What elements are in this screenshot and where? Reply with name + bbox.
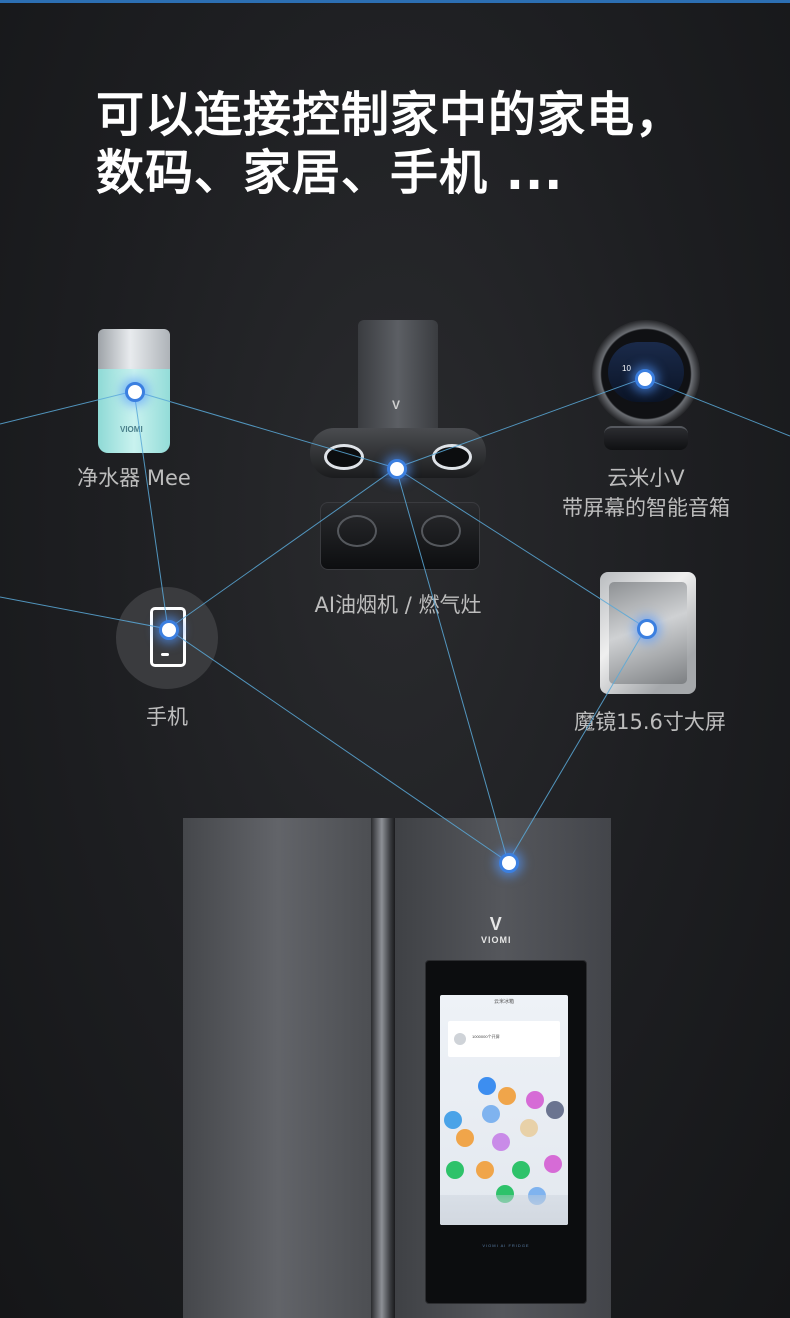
- hood-stove-label: AI油烟机 / 燃气灶: [314, 593, 482, 617]
- burner-right: [421, 515, 461, 547]
- speaker-label-line-1: 云米小V: [607, 466, 685, 490]
- link-line: [507, 627, 647, 863]
- speaker-screen-value: 10: [622, 364, 631, 373]
- app-bubble-icon[interactable]: [456, 1129, 474, 1147]
- link-line: [395, 467, 647, 629]
- app-bubble-icon[interactable]: [520, 1119, 538, 1137]
- fridge-screen-card[interactable]: 1000000个开屏: [448, 1021, 560, 1057]
- app-bubble-icon[interactable]: [444, 1111, 462, 1129]
- link-line: [167, 628, 509, 863]
- phone-icon: [150, 607, 186, 667]
- link-line: [395, 467, 509, 863]
- speaker-label-line-2: 带屏幕的智能音箱: [562, 496, 730, 520]
- link-line: [395, 377, 645, 469]
- appliance-illustration: [440, 1195, 568, 1225]
- app-bubble-icon[interactable]: [478, 1077, 496, 1095]
- app-bubble-icon[interactable]: [546, 1101, 564, 1119]
- fridge-logo-mark: V: [489, 914, 503, 934]
- hood-light-right: [432, 444, 472, 470]
- speaker-label: 云米小V 带屏幕的智能音箱: [548, 464, 744, 522]
- headline-line-2: 数码、家居、手机 ...: [96, 145, 564, 201]
- fridge-panel-footer: VIOMI AI FRIDGE: [482, 1243, 530, 1248]
- app-bubble-icon[interactable]: [526, 1091, 544, 1109]
- burner-left: [337, 515, 377, 547]
- hood-chimney: [358, 320, 438, 440]
- speaker-stand: [604, 426, 688, 450]
- mirror-node: [637, 619, 657, 639]
- fridge-logo: V VIOMI: [481, 914, 512, 945]
- smart-fridge: V VIOMI 云米冰箱 1000000个开屏: [183, 818, 611, 1318]
- link-line: [167, 467, 397, 630]
- headline-line-1: 可以连接控制家中的家电，: [96, 87, 685, 143]
- app-bubble-icon[interactable]: [544, 1155, 562, 1173]
- app-bubble-icon[interactable]: [512, 1161, 530, 1179]
- fridge-screen[interactable]: 云米冰箱 1000000个开屏: [440, 995, 568, 1225]
- purifier-device: VIOMI: [98, 329, 170, 453]
- app-bubble-icon[interactable]: [492, 1133, 510, 1151]
- app-bubble-icon[interactable]: [498, 1087, 516, 1105]
- link-line: [0, 596, 169, 630]
- purifier-logo: VIOMI: [120, 425, 143, 434]
- range-hood-device: V: [310, 320, 486, 570]
- fridge-left-door: [183, 818, 375, 1318]
- phone-node: [159, 620, 179, 640]
- link-line: [133, 390, 169, 630]
- top-accent-line: [0, 0, 790, 3]
- purifier-node: [125, 382, 145, 402]
- link-line: [0, 390, 135, 425]
- phone-home-button: [161, 653, 169, 656]
- purifier-cap: [98, 329, 170, 369]
- fridge-display-panel: 云米冰箱 1000000个开屏: [425, 960, 587, 1304]
- fridge-right-door: V VIOMI 云米冰箱 1000000个开屏: [395, 818, 611, 1318]
- link-line: [643, 377, 790, 437]
- purifier-label: 净水器 Mee: [77, 466, 191, 490]
- headline: 可以连接控制家中的家电， 数码、家居、手机 ...: [96, 86, 756, 202]
- mirror-label: 魔镜15.6寸大屏: [574, 710, 726, 734]
- fridge-door-handle: [371, 818, 395, 1318]
- phone-device: [116, 587, 218, 689]
- hood-node: [387, 459, 407, 479]
- app-bubble-icon[interactable]: [482, 1105, 500, 1123]
- gas-stove: [320, 502, 480, 570]
- speaker-node: [635, 369, 655, 389]
- fridge-screen-title: 云米冰箱: [493, 999, 514, 1005]
- app-bubble-icon[interactable]: [476, 1161, 494, 1179]
- phone-label: 手机: [146, 705, 188, 729]
- link-line: [133, 390, 397, 469]
- fridge-logo-text: VIOMI: [481, 935, 512, 945]
- app-bubble-icon[interactable]: [446, 1161, 464, 1179]
- fridge-screen-card-text: 1000000个开屏: [472, 1034, 500, 1039]
- fridge-node: [499, 853, 519, 873]
- avatar-icon: [454, 1033, 466, 1045]
- hood-logo: V: [392, 398, 401, 412]
